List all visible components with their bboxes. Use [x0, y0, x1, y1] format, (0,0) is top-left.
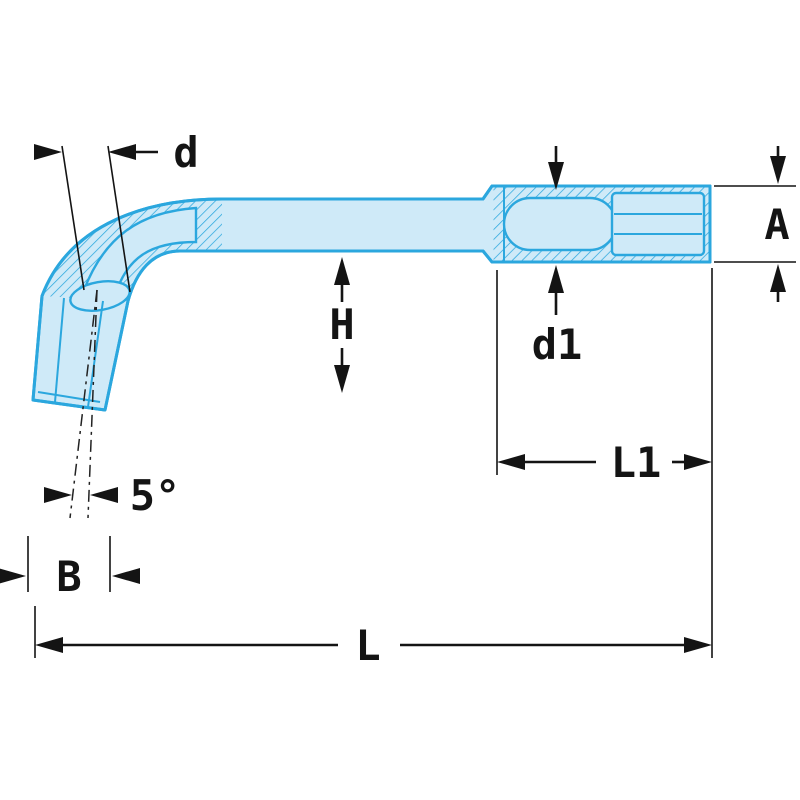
- dimension-angle: 5°: [44, 471, 180, 520]
- extension-line: [61, 145, 85, 291]
- dimension-L: L: [34, 268, 713, 670]
- label-angle: 5°: [130, 471, 181, 520]
- arrow-left-icon: [497, 454, 525, 470]
- dimension-d: d: [34, 128, 199, 293]
- dimension-H: H: [329, 257, 355, 393]
- right-socket-bore: [502, 196, 618, 252]
- arrow-left-icon: [112, 568, 140, 584]
- arrow-left-icon: [90, 487, 118, 503]
- label-H: H: [329, 300, 354, 349]
- arrow-left-icon: [108, 144, 136, 160]
- arrow-right-icon: [44, 487, 72, 503]
- arrow-up-icon: [334, 257, 350, 285]
- socket-opening-line: [37, 391, 101, 403]
- arrow-right-icon: [0, 568, 26, 584]
- socket-flat-line: [54, 297, 65, 403]
- arrow-right-icon: [684, 637, 712, 653]
- dimension-L1: L1: [496, 270, 712, 487]
- wrench-body: [31, 184, 712, 412]
- extension-line: [107, 145, 131, 293]
- arrow-up-icon: [548, 265, 564, 293]
- dimension-d1: d1: [532, 146, 583, 369]
- arrow-right-icon: [684, 454, 712, 470]
- label-A: A: [764, 200, 789, 249]
- label-L1: L1: [611, 438, 662, 487]
- arrow-left-icon: [35, 637, 63, 653]
- label-d: d: [173, 128, 198, 177]
- arrow-down-icon: [548, 162, 564, 190]
- label-d1: d1: [532, 320, 583, 369]
- dimension-B: B: [0, 536, 140, 601]
- label-L: L: [355, 621, 380, 670]
- dimension-A: A: [714, 146, 796, 302]
- arrow-up-icon: [770, 264, 786, 292]
- arrow-right-icon: [34, 144, 62, 160]
- label-B: B: [56, 552, 81, 601]
- arrow-down-icon: [770, 156, 786, 184]
- right-socket-hex-cavity: [610, 191, 706, 257]
- socket-flat-line: [87, 300, 104, 408]
- wrench-outline-overlay: [31, 184, 712, 412]
- arrow-down-icon: [334, 365, 350, 393]
